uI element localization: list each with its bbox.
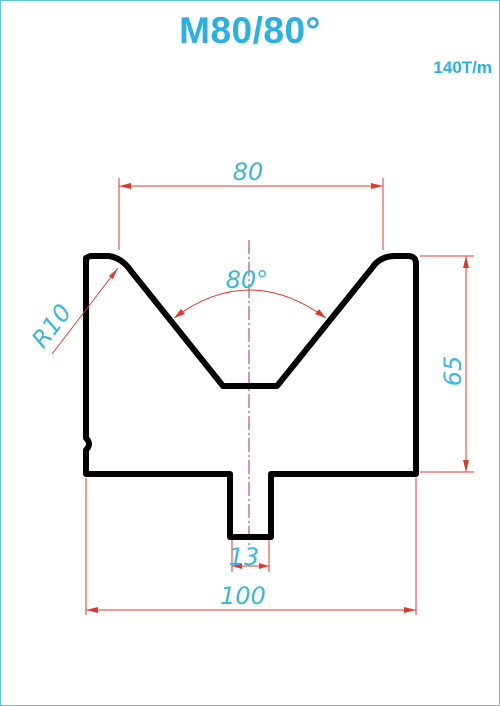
dimension-total-width: 100 (85, 478, 417, 615)
die-outline (83, 253, 419, 540)
height-label: 65 (439, 356, 467, 387)
total-width-label: 100 (220, 582, 266, 610)
radius-label: R10 (26, 299, 77, 353)
dimension-height: 65 (420, 255, 474, 473)
dimension-radius: R10 (26, 267, 119, 355)
dimension-top-width: 80 (118, 158, 384, 250)
tongue-width-label: 13 (229, 543, 260, 571)
dimension-tongue-width: 13 (229, 540, 270, 572)
dimension-angle: 80° (173, 266, 327, 319)
top-width-label: 80 (233, 158, 264, 186)
capacity-label: 140T/m (433, 58, 492, 77)
angle-label: 80° (226, 266, 269, 294)
page-title: M80/80° (179, 10, 321, 51)
